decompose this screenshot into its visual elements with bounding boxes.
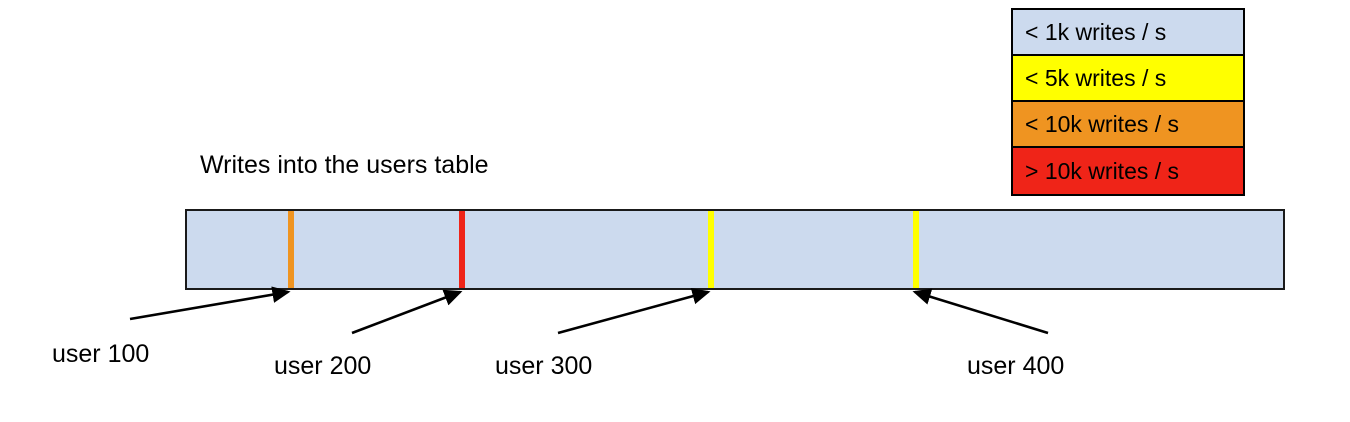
legend-row: < 1k writes / s: [1013, 10, 1243, 56]
legend-row: < 5k writes / s: [1013, 56, 1243, 102]
hot-row-stripe-user-100: [288, 211, 294, 288]
legend-row-label: > 10k writes / s: [1025, 157, 1180, 184]
legend-row-label: < 5k writes / s: [1025, 64, 1167, 91]
arrow-user-300: [557, 288, 711, 335]
legend-row-label: < 1k writes / s: [1025, 18, 1167, 45]
marker-label-user-400: user 400: [967, 352, 1065, 380]
arrow-user-400: [912, 288, 1049, 335]
marker-label-user-100: user 100: [52, 340, 150, 368]
arrow-user-100: [129, 286, 291, 321]
users-table-keyspace-bar: [185, 209, 1285, 290]
hot-row-stripe-user-400: [913, 211, 919, 288]
legend-row: > 10k writes / s: [1013, 148, 1243, 194]
arrow-user-200: [351, 289, 463, 335]
hot-row-stripe-user-200: [459, 211, 465, 288]
chart-caption: Writes into the users table: [200, 151, 489, 179]
marker-label-user-200: user 200: [274, 352, 372, 380]
legend: < 1k writes / s < 5k writes / s < 10k wr…: [1011, 8, 1245, 196]
marker-label-user-300: user 300: [495, 352, 593, 380]
hot-row-stripe-user-300: [708, 211, 714, 288]
legend-row-label: < 10k writes / s: [1025, 110, 1180, 137]
legend-row: < 10k writes / s: [1013, 102, 1243, 148]
